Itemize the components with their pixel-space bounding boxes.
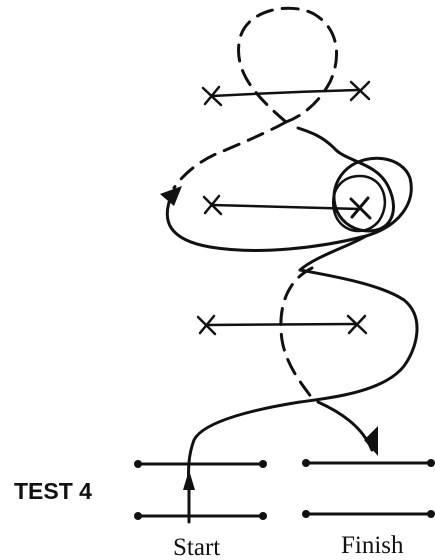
pole-pair-middle xyxy=(202,194,372,220)
finish-gate-top-right-dot xyxy=(427,459,435,467)
pole-loop-circle xyxy=(331,174,387,233)
start-gate-bottom-left-dot xyxy=(134,512,142,520)
finish-label: Finish xyxy=(341,532,404,559)
start-gate-top-left-dot xyxy=(134,460,142,468)
start-gate-top-right-dot xyxy=(259,460,267,468)
solid-path-main xyxy=(165,126,413,252)
finish-gate-top-left-dot xyxy=(302,459,310,467)
pole-marker-x-icon xyxy=(349,196,372,220)
start-gate xyxy=(134,460,267,520)
finish-gate-bottom-right-dot xyxy=(427,510,435,518)
finish-gate xyxy=(302,459,435,518)
pole-marker-x-icon xyxy=(201,85,223,107)
start-gate-bottom-right-dot xyxy=(259,512,267,520)
direction-arrow-icon xyxy=(183,470,195,490)
dashed-path-upper-left xyxy=(172,120,288,190)
pole-pair-top xyxy=(201,80,371,107)
pole-marker-x-icon xyxy=(349,80,371,102)
top-dashed-loop xyxy=(237,6,338,124)
solid-path-finish xyxy=(316,400,374,452)
start-label: Start xyxy=(173,534,220,560)
pole-pair-top-line xyxy=(210,88,360,98)
pole-marker-x-icon xyxy=(196,314,217,336)
finish-gate-bottom-left-dot xyxy=(302,510,310,518)
pole-marker-x-icon xyxy=(346,314,368,335)
test-title: TEST 4 xyxy=(14,478,92,504)
dashed-path-lower xyxy=(279,266,314,400)
solid-path-lower xyxy=(187,234,419,492)
direction-arrow-icon xyxy=(160,186,182,206)
pole-pair-middle-line xyxy=(210,203,362,211)
direction-arrow-icon xyxy=(364,426,378,456)
pole-marker-x-icon xyxy=(202,194,223,216)
